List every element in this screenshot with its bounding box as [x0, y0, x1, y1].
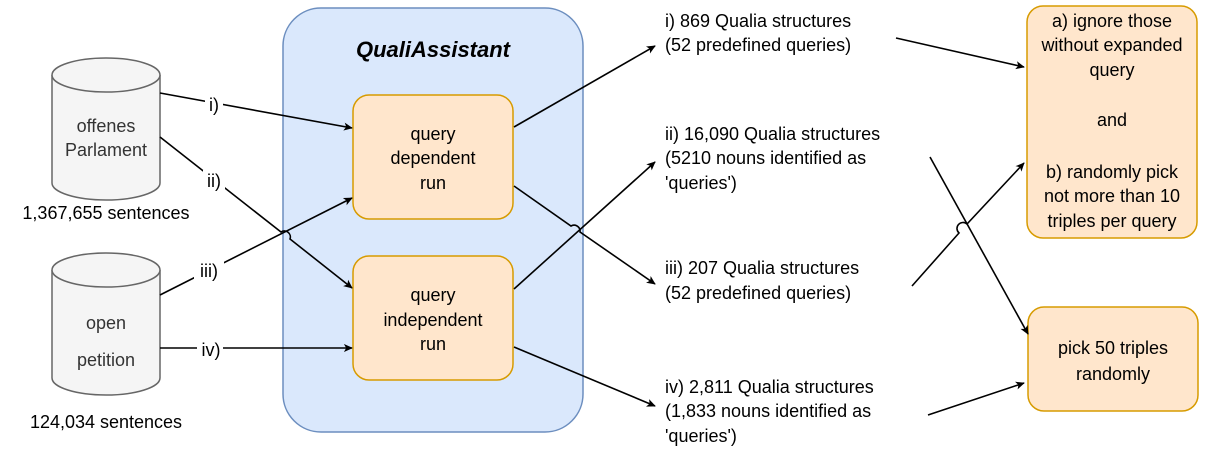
result-ii-line: ii) 16,090 Qualia structures [665, 124, 880, 144]
database-body [51, 270, 161, 396]
edge-label-bg [203, 170, 225, 190]
run-label-line: run [420, 334, 446, 354]
query-dependent-run-box [352, 94, 514, 220]
edge-result-ii-to-pick-50 [929, 156, 1029, 335]
edge-label-iv: iv) [202, 340, 221, 360]
run-label-line: dependent [390, 148, 475, 168]
selection-line: b) randomly pick [1046, 162, 1179, 182]
result-i-line: (52 predefined queries) [665, 35, 851, 55]
result-i-line: i) 869 Qualia structures [665, 11, 851, 31]
database-sentence-count: 124,034 sentences [30, 412, 182, 432]
selection-line: pick 50 triples [1058, 338, 1168, 358]
result-iv-line: 'queries') [665, 426, 737, 446]
edge-label-ii: ii) [207, 171, 221, 191]
edge-result-i-to-selection [895, 37, 1025, 70]
database-name-line: Parlament [65, 140, 147, 160]
database-top [51, 252, 161, 288]
run-label-line: run [420, 173, 446, 193]
selection-line: query [1089, 60, 1134, 80]
result-iv-line: iv) 2,811 Qualia structures [665, 377, 874, 397]
qualiassistant-title: QualiAssistant [356, 37, 512, 62]
selection-box-pick-50 [1027, 306, 1199, 412]
database-top [51, 57, 161, 93]
run-label-line: query [410, 124, 455, 144]
selection-box-a-b [1026, 5, 1198, 239]
edge-ii [159, 136, 353, 289]
database-body [51, 75, 161, 201]
database-offenes-parlament: offenes Parlament [51, 57, 161, 201]
result-iii-line: iii) 207 Qualia structures [665, 258, 859, 278]
edge-dependent-to-result-iii [513, 185, 656, 285]
edge-label-bg [194, 260, 224, 280]
result-iv-line: (1,833 nouns identified as [665, 401, 871, 421]
database-sentence-count: 1,367,655 sentences [22, 203, 189, 223]
database-name-line: petition [77, 350, 135, 370]
selection-line: not more than 10 [1044, 186, 1180, 206]
database-name-line: open [86, 313, 126, 333]
selection-line: triples per query [1047, 211, 1176, 231]
edge-iii [159, 197, 353, 296]
edge-label-bg [205, 94, 223, 114]
result-ii-line: 'queries') [665, 173, 737, 193]
selection-line: a) ignore those [1052, 11, 1172, 31]
edge-label-i: i) [209, 95, 219, 115]
result-iii-line: (52 predefined queries) [665, 283, 851, 303]
edge-label-bg [197, 338, 223, 358]
database-open-petition: open petition [51, 252, 161, 396]
database-name-line: offenes [77, 116, 136, 136]
run-label-line: query [410, 285, 455, 305]
edge-result-iv-to-pick-50 [927, 381, 1025, 416]
selection-line: and [1097, 110, 1127, 130]
result-ii-line: (5210 nouns identified as [665, 148, 866, 168]
edge-result-iii-to-selection [911, 162, 1025, 287]
edge-label-iii: iii) [200, 261, 218, 281]
query-independent-run-box [352, 255, 514, 381]
selection-line: randomly [1076, 364, 1150, 384]
edge-i [159, 92, 353, 131]
edge-independent-to-result-ii [513, 161, 656, 290]
edge-independent-to-result-iv [513, 346, 656, 407]
run-label-line: independent [383, 310, 482, 330]
edge-dependent-to-result-i [513, 45, 656, 128]
selection-line: without expanded [1040, 35, 1182, 55]
